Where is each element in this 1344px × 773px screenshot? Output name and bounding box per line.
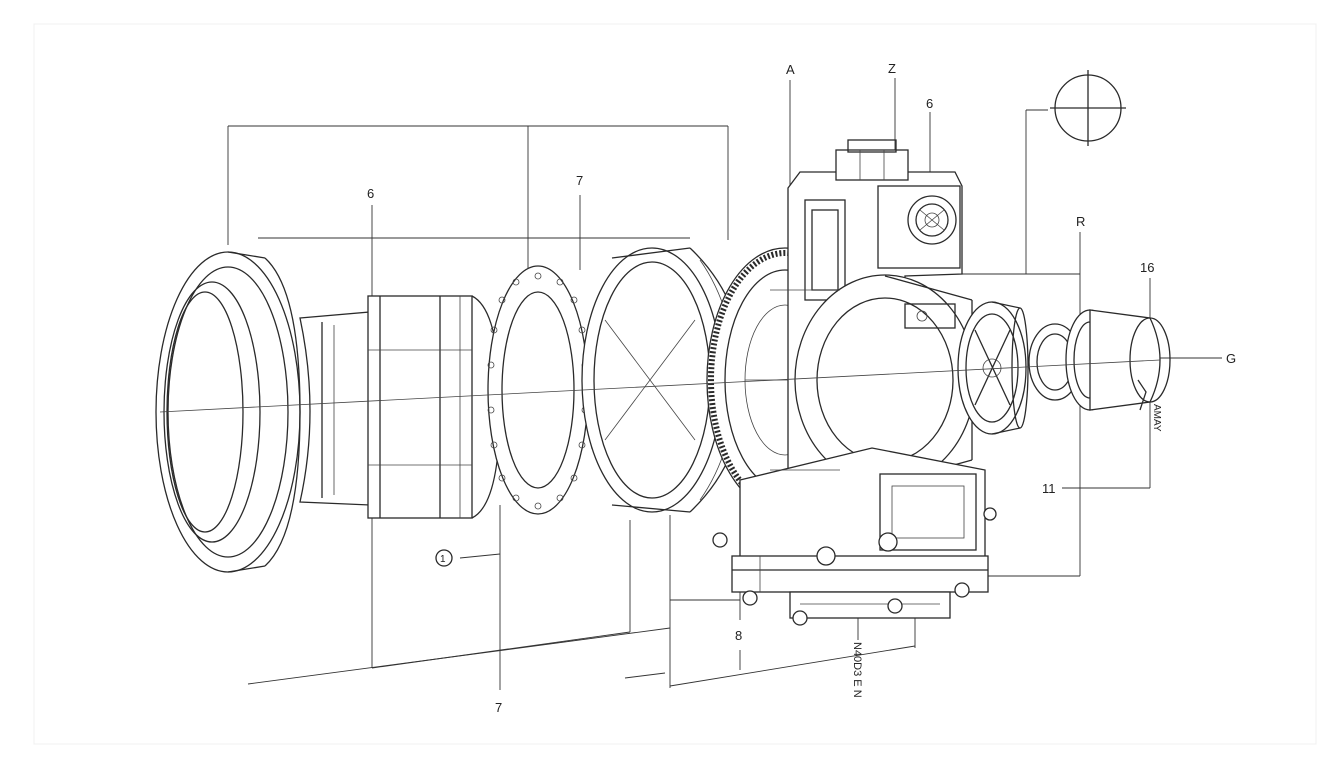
crosshair-symbol-icon bbox=[1050, 70, 1126, 146]
label-6-top: 6 bbox=[926, 96, 933, 111]
label-7-top: 7 bbox=[576, 173, 583, 188]
gearbox-housing bbox=[712, 139, 997, 626]
hub-sleeve bbox=[299, 295, 501, 519]
label-z: Z bbox=[888, 61, 896, 76]
label-7-bottom: 7 bbox=[495, 700, 502, 715]
label-6-left: 6 bbox=[367, 186, 374, 201]
end-cap-coupling bbox=[1028, 309, 1171, 411]
label-vertical-code: N40D3 E N bbox=[851, 642, 863, 698]
label-r: R bbox=[1076, 214, 1085, 229]
callout-circle-1 bbox=[435, 549, 453, 567]
label-a: A bbox=[786, 62, 795, 77]
label-g: G bbox=[1226, 351, 1236, 366]
label-16: 16 bbox=[1140, 260, 1154, 275]
output-flange bbox=[957, 301, 1029, 435]
label-8: 8 bbox=[735, 628, 742, 643]
front-seal-ring bbox=[155, 251, 301, 573]
label-1: 1 bbox=[440, 554, 446, 565]
page-border bbox=[33, 23, 1317, 745]
label-side-code: AMAY bbox=[1151, 404, 1162, 432]
central-axis-line bbox=[159, 359, 1161, 413]
bolted-flange-disc bbox=[487, 265, 589, 515]
label-11: 11 bbox=[1042, 481, 1056, 496]
